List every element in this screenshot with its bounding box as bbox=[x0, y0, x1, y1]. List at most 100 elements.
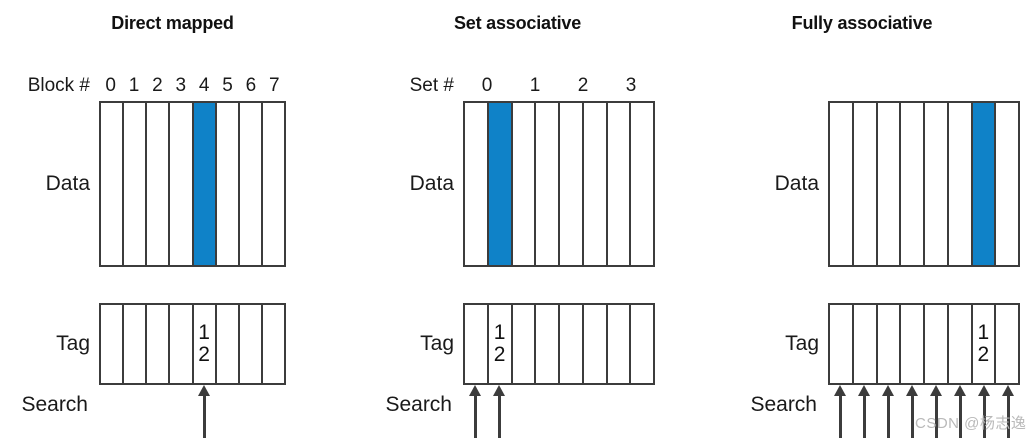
data-row-cell bbox=[901, 103, 925, 265]
search-arrow-up-icon bbox=[929, 385, 943, 438]
data-row-cell bbox=[631, 103, 653, 265]
data-row-cell bbox=[124, 103, 148, 265]
arrow-shaft bbox=[910, 394, 914, 438]
search-arrow-up-icon bbox=[492, 385, 506, 438]
data-row: Data bbox=[410, 101, 655, 267]
arrow-shaft bbox=[958, 394, 962, 438]
tag-digit: 1 bbox=[977, 320, 990, 344]
index-value: 6 bbox=[245, 75, 257, 96]
tag-digit: 1 bbox=[198, 320, 210, 344]
tag-row-cell bbox=[607, 305, 632, 383]
tag-row-cell bbox=[901, 305, 925, 383]
arrow-head bbox=[905, 385, 918, 396]
arrow-head bbox=[881, 385, 894, 396]
tag-row-cell bbox=[512, 305, 537, 383]
data-row-cell bbox=[536, 103, 560, 265]
data-row-cell bbox=[853, 103, 878, 265]
search-arrow-up-icon bbox=[197, 385, 211, 438]
data-row-cell bbox=[512, 103, 537, 265]
tag-row-cell bbox=[830, 305, 854, 383]
tag-row-cell bbox=[101, 305, 125, 383]
search-arrow-up-icon bbox=[905, 385, 919, 438]
data-row-cell bbox=[830, 103, 854, 265]
tag-row-cell bbox=[853, 305, 878, 383]
panel-title: Direct mapped bbox=[111, 13, 234, 33]
search-arrow-group: Search bbox=[750, 385, 1020, 438]
tag-row-label: Tag bbox=[785, 332, 819, 355]
data-row-cell bbox=[216, 103, 240, 265]
index-header-label: Block # bbox=[27, 75, 90, 96]
arrow-shaft bbox=[838, 394, 842, 438]
search-arrow-up-icon bbox=[881, 385, 895, 438]
tag-row-cell bbox=[147, 305, 171, 383]
tag-row-label: Tag bbox=[420, 332, 454, 355]
data-row-cell-highlighted bbox=[488, 103, 513, 265]
data-row-cell bbox=[262, 103, 284, 265]
index-value: 1 bbox=[128, 75, 140, 96]
index-value: 5 bbox=[222, 75, 233, 96]
index-value: 2 bbox=[152, 75, 163, 96]
data-row-cell bbox=[101, 103, 125, 265]
tag-row-label: Tag bbox=[56, 332, 90, 355]
arrow-shaft bbox=[497, 394, 501, 438]
index-value: 2 bbox=[577, 75, 589, 96]
data-row-cell bbox=[996, 103, 1018, 265]
tag-row-cell bbox=[948, 305, 973, 383]
tag-digit: 2 bbox=[977, 343, 990, 366]
search-arrow-up-icon bbox=[977, 385, 991, 438]
tag-row-cell bbox=[925, 305, 949, 383]
data-row-cell-highlighted bbox=[193, 103, 217, 265]
tag-row-cell bbox=[560, 305, 584, 383]
arrow-head bbox=[833, 385, 846, 396]
data-row-cell bbox=[465, 103, 489, 265]
tag-row-cell bbox=[996, 305, 1018, 383]
panel-title: Set associative bbox=[453, 13, 582, 33]
arrow-head bbox=[197, 385, 210, 396]
index-value: 0 bbox=[105, 75, 116, 96]
arrow-head bbox=[492, 385, 505, 396]
data-row-label: Data bbox=[409, 172, 454, 195]
tag-digit: 2 bbox=[198, 343, 210, 366]
search-arrow-up-icon bbox=[857, 385, 871, 438]
tag-digit: 2 bbox=[493, 343, 506, 366]
data-row: Data bbox=[46, 101, 286, 267]
arrow-head bbox=[468, 385, 481, 396]
arrow-shaft bbox=[982, 394, 986, 438]
index-value: 0 bbox=[481, 75, 493, 96]
tag-digit: 1 bbox=[493, 320, 506, 344]
arrow-head bbox=[977, 385, 990, 396]
data-row-cell bbox=[560, 103, 584, 265]
arrow-head bbox=[857, 385, 870, 396]
search-arrow-up-icon bbox=[833, 385, 847, 438]
index-value: 1 bbox=[529, 75, 541, 96]
index-header-label: Set # bbox=[409, 75, 454, 96]
index-value: 7 bbox=[269, 75, 280, 96]
data-row-cell-highlighted bbox=[972, 103, 997, 265]
arrow-head bbox=[953, 385, 966, 396]
arrow-shaft bbox=[1006, 394, 1010, 438]
data-row-cell bbox=[239, 103, 263, 265]
arrow-shaft bbox=[934, 394, 938, 438]
data-row-label: Data bbox=[45, 172, 90, 195]
search-arrow-group: Search bbox=[385, 385, 655, 438]
tag-row-cell bbox=[262, 305, 284, 383]
search-label: Search bbox=[750, 393, 817, 416]
data-row-cell bbox=[147, 103, 171, 265]
arrow-head bbox=[929, 385, 942, 396]
data-row-cell bbox=[948, 103, 973, 265]
search-arrow-up-icon bbox=[1001, 385, 1015, 438]
arrow-shaft bbox=[473, 394, 477, 438]
search-label: Search bbox=[21, 393, 88, 416]
